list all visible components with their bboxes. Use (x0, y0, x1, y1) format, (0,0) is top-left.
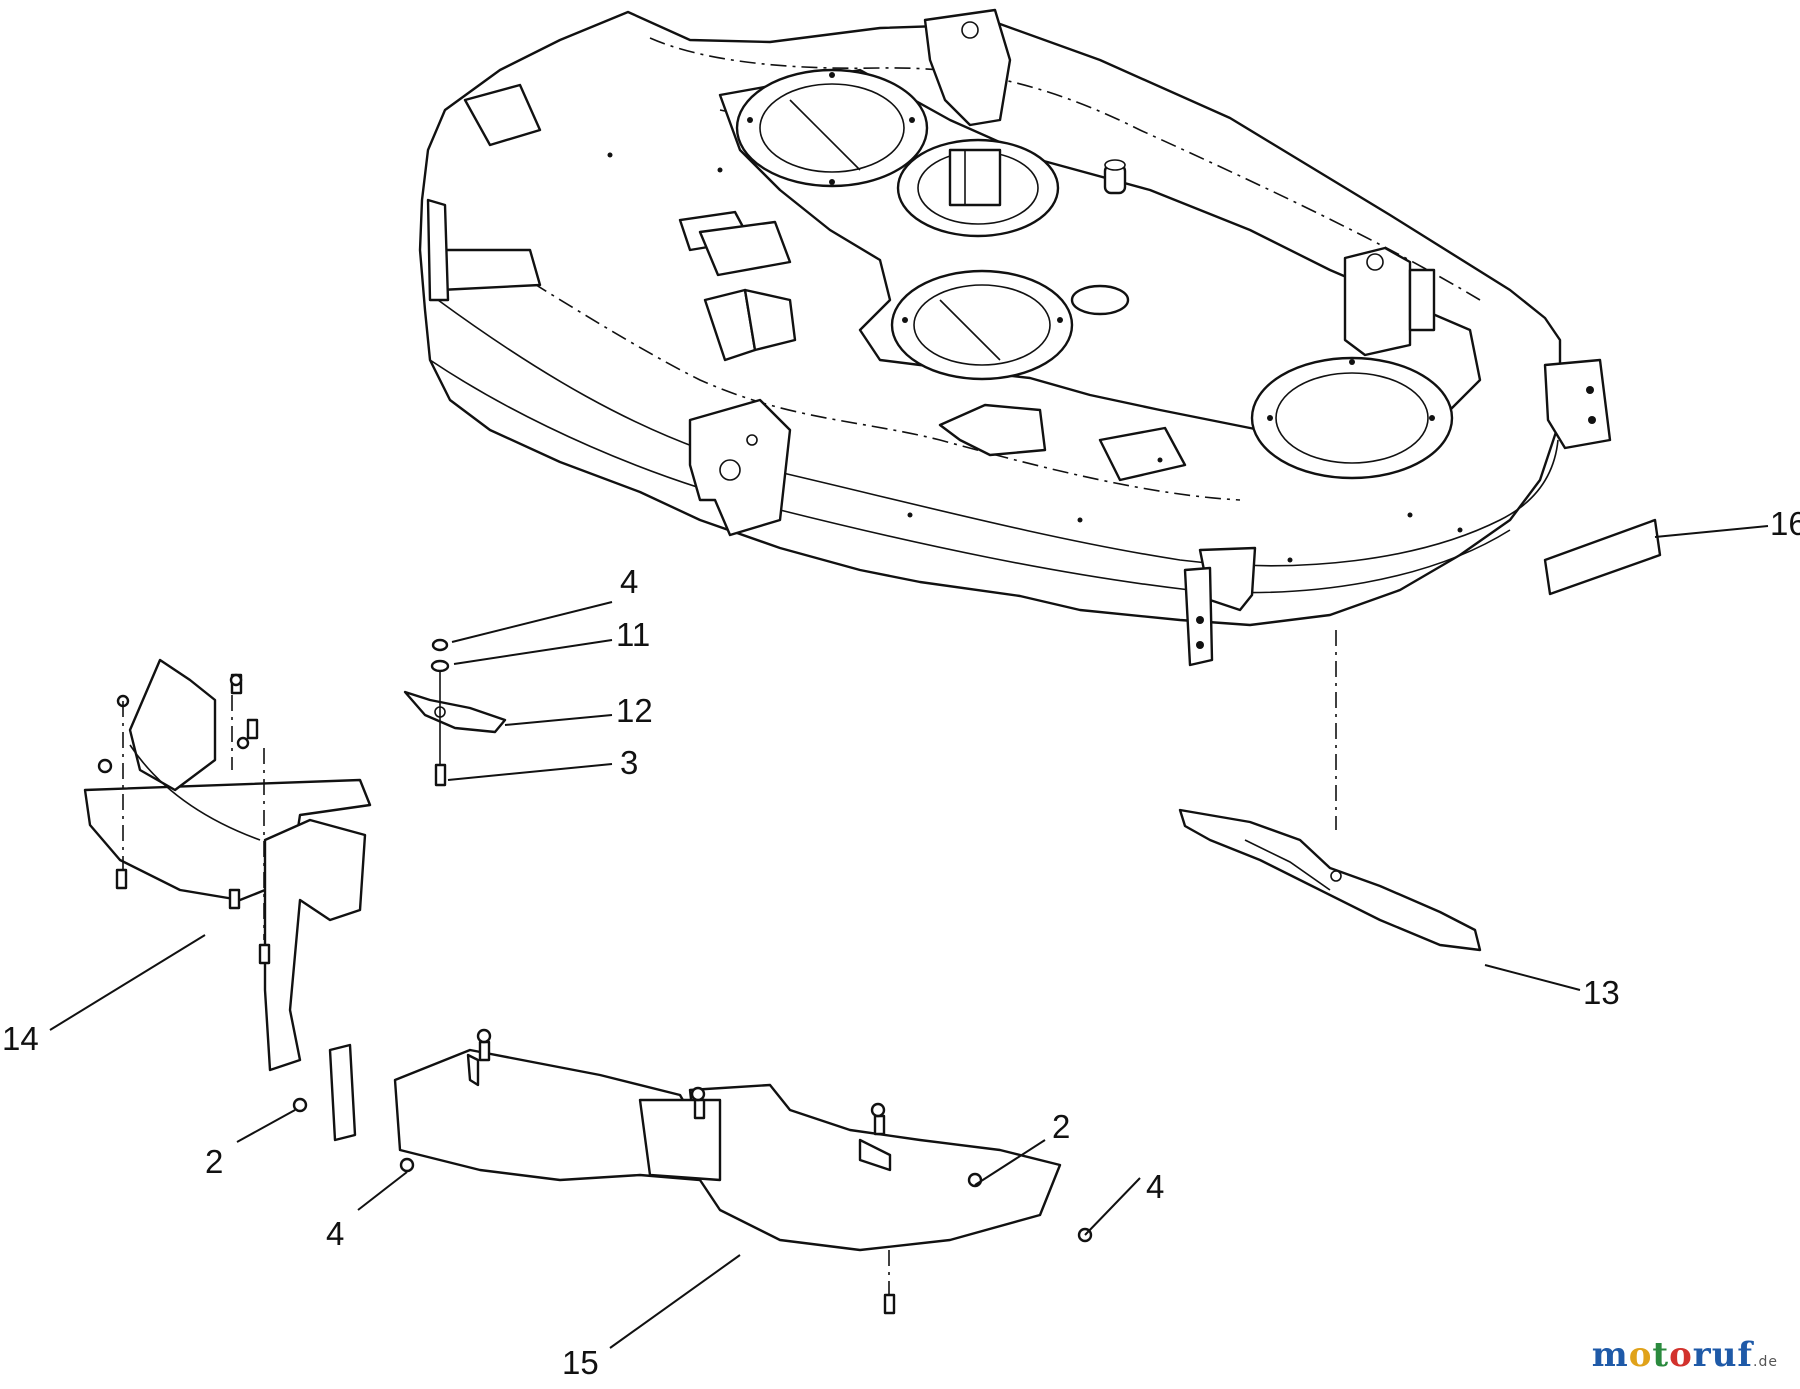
rear-baffle (292, 1028, 1093, 1315)
callout-12: 12 (616, 692, 653, 729)
mower-deck-housing (418, 8, 1612, 667)
callout-4-left: 4 (326, 1215, 344, 1252)
decal-16 (1543, 518, 1662, 596)
callout-11: 11 (616, 616, 650, 653)
watermark-logo: motoruf.de (1591, 1335, 1778, 1375)
discharge-bracket (1183, 546, 1257, 667)
side-chute-mount (1543, 358, 1612, 450)
callout-15: 15 (562, 1344, 599, 1381)
rear-lift-bracket (923, 8, 1012, 127)
right-rear-bracket (1343, 246, 1436, 357)
front-left-bracket (703, 288, 797, 362)
callout-16: 16 (1770, 505, 1800, 542)
left-baffle (83, 658, 372, 1072)
spindle-housing-middle (890, 269, 1074, 381)
callout-13: 13 (1583, 974, 1620, 1011)
callout-3: 3 (620, 744, 638, 781)
callout-labels: 16 4 11 12 3 13 14 2 2 4 4 15 (2, 505, 1800, 1381)
center-bracket (938, 403, 1047, 457)
callout-4-nut: 4 (620, 563, 638, 600)
callout-2-left: 2 (205, 1143, 223, 1180)
spindle-housing-left (735, 68, 929, 188)
leader-lines (49, 525, 1769, 1349)
spindle-housing-center (896, 138, 1060, 238)
spindle-housing-right (1250, 356, 1454, 480)
baffle-hardware-stack (403, 638, 507, 787)
callout-14: 14 (2, 1020, 39, 1057)
callout-4-right: 4 (1146, 1168, 1164, 1205)
callout-2-right: 2 (1052, 1108, 1070, 1145)
mower-blade (1178, 630, 1482, 952)
decal-deck (1098, 426, 1187, 482)
front-lift-arm (688, 398, 792, 537)
